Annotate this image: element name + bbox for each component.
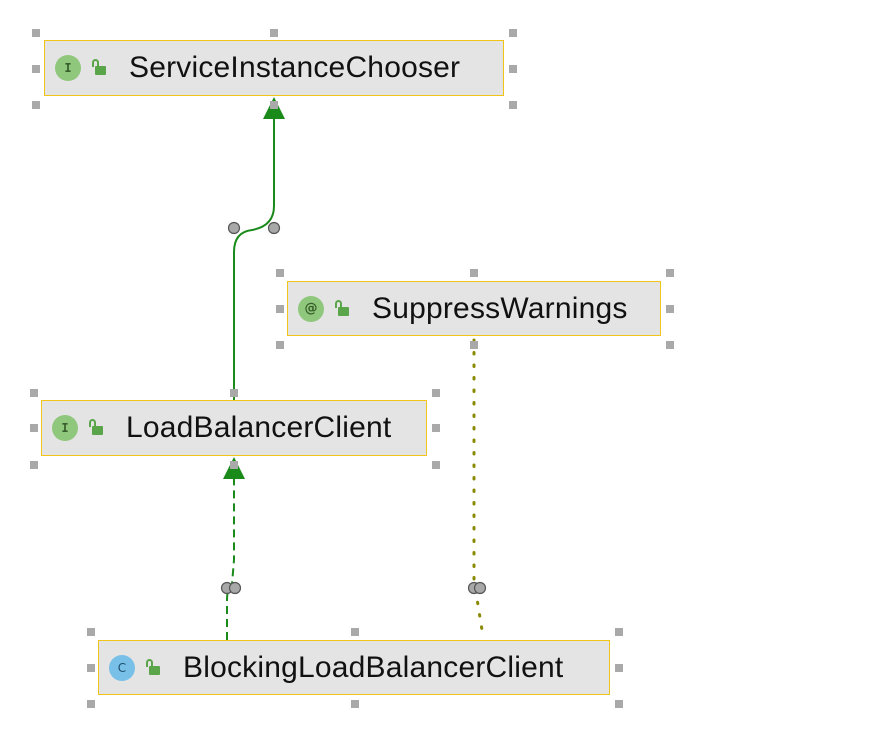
selection-handle[interactable]: [32, 29, 40, 37]
selection-handle[interactable]: [470, 341, 478, 349]
node-label: ServiceInstanceChooser: [129, 51, 461, 84]
annotation-icon: @: [298, 295, 324, 322]
selection-handle[interactable]: [270, 101, 278, 109]
selection-handle[interactable]: [87, 700, 95, 708]
selection-handle[interactable]: [87, 628, 95, 636]
selection-handle[interactable]: [30, 424, 38, 432]
selection-handle[interactable]: [509, 29, 517, 37]
selection-handle[interactable]: [615, 700, 623, 708]
edge-implements[interactable]: [220, 457, 246, 640]
node-load-balancer-client[interactable]: I LoadBalancerClient: [41, 400, 427, 456]
selection-handle[interactable]: [30, 461, 38, 469]
selection-handle[interactable]: [666, 305, 674, 313]
node-label: BlockingLoadBalancerClient: [183, 650, 564, 684]
selection-handle[interactable]: [87, 664, 95, 672]
public-lock-icon: [145, 658, 161, 677]
class-icon: C: [109, 654, 135, 681]
node-blocking-load-balancer-client[interactable]: C BlockingLoadBalancerClient: [98, 640, 610, 695]
selection-handle[interactable]: [230, 389, 238, 397]
public-lock-icon: [88, 419, 104, 437]
selection-handle[interactable]: [30, 389, 38, 397]
public-lock-icon: [334, 299, 350, 318]
selection-handle[interactable]: [470, 269, 478, 277]
selection-handle[interactable]: [615, 664, 623, 672]
node-suppress-warnings[interactable]: @ SuppressWarnings: [287, 281, 661, 336]
node-label: SuppressWarnings: [372, 291, 628, 325]
node-service-instance-chooser[interactable]: I ServiceInstanceChooser: [44, 40, 504, 96]
selection-handle[interactable]: [276, 341, 284, 349]
selection-handle[interactable]: [432, 389, 440, 397]
selection-handle[interactable]: [351, 700, 359, 708]
selection-handle[interactable]: [276, 269, 284, 277]
public-lock-icon: [91, 59, 107, 77]
selection-handle[interactable]: [666, 269, 674, 277]
edge-annotation[interactable]: [467, 338, 487, 632]
interface-icon: I: [55, 55, 81, 81]
node-label: LoadBalancerClient: [126, 411, 392, 444]
selection-handle[interactable]: [32, 101, 40, 109]
selection-handle[interactable]: [351, 628, 359, 636]
selection-handle[interactable]: [432, 461, 440, 469]
interface-icon: I: [52, 415, 78, 441]
selection-handle[interactable]: [509, 65, 517, 73]
selection-handle[interactable]: [432, 424, 440, 432]
selection-handle[interactable]: [230, 461, 238, 469]
selection-handle[interactable]: [270, 29, 278, 37]
selection-handle[interactable]: [615, 628, 623, 636]
edge-extends[interactable]: [227, 97, 286, 400]
selection-handle[interactable]: [32, 65, 40, 73]
selection-handle[interactable]: [509, 101, 517, 109]
selection-handle[interactable]: [276, 305, 284, 313]
selection-handle[interactable]: [666, 341, 674, 349]
